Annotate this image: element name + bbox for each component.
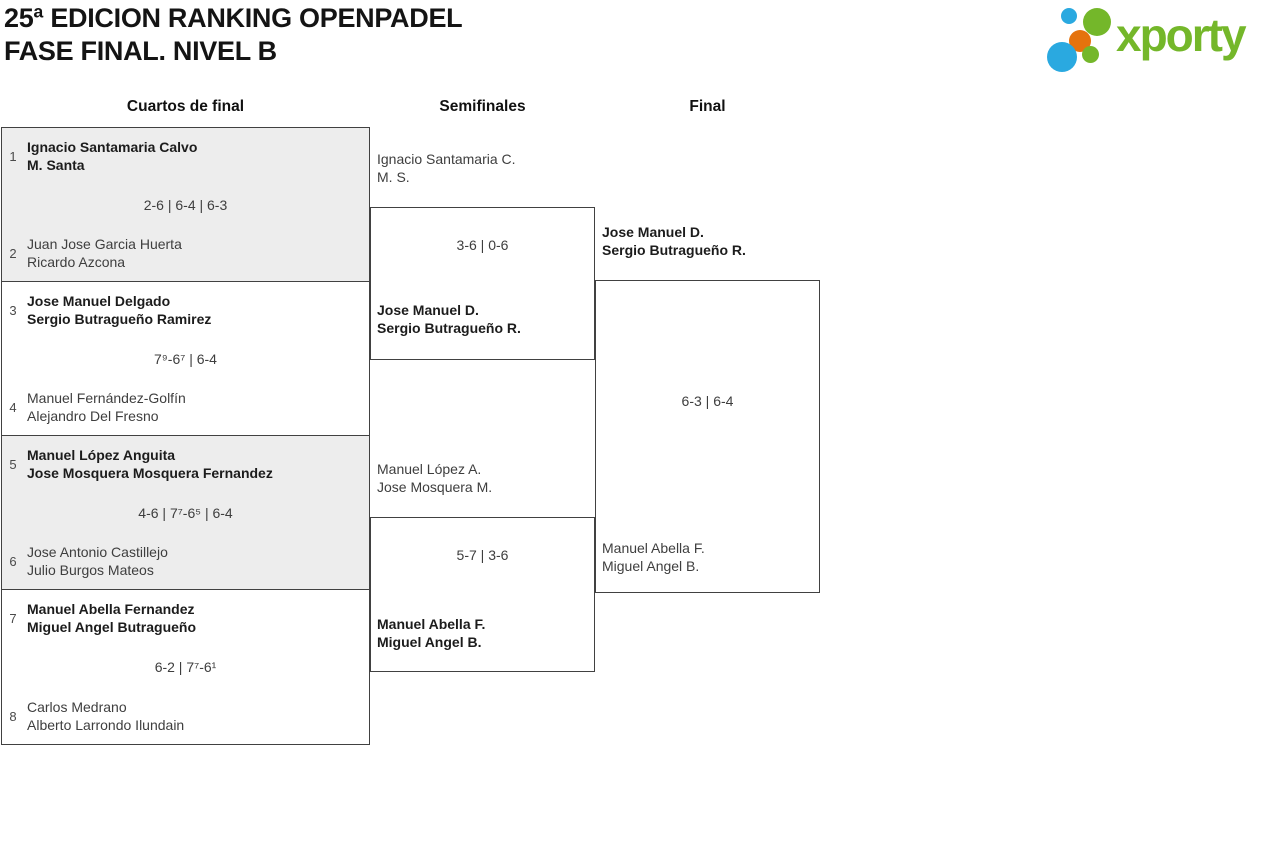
round-header-semifinals: Semifinales — [439, 98, 526, 115]
seed-number: 2 — [9, 245, 17, 261]
player-name: Jose Manuel D. — [602, 224, 704, 240]
player-name: M. Santa — [27, 157, 85, 173]
player-name: Juan Jose Garcia Huerta — [27, 236, 182, 252]
page-title-line1: 25ª EDICION RANKING OPENPADEL — [4, 3, 463, 33]
player-name: M. S. — [377, 169, 410, 185]
team-bottom: 6 Jose Antonio Castillejo Julio Burgos M… — [2, 543, 369, 579]
logo-wordmark: xporty — [1116, 9, 1247, 61]
round-header-final: Final — [689, 98, 726, 115]
seed-number: 5 — [9, 456, 17, 472]
team-bottom: 8 Carlos Medrano Alberto Larrondo Ilunda… — [2, 698, 369, 734]
quarterfinal-match-1: 1 Ignacio Santamaria Calvo M. Santa 2-6 … — [2, 128, 369, 282]
page-title: 25ª EDICION RANKING OPENPADEL FASE FINAL… — [4, 2, 463, 68]
player-name: Jose Antonio Castillejo — [27, 544, 168, 560]
semifinal-2-team-top: Manuel López A. Jose Mosquera M. — [377, 460, 492, 496]
seed-number: 8 — [9, 708, 17, 724]
player-name: Ignacio Santamaria C. — [377, 151, 516, 167]
logo-dot-icon — [1061, 8, 1077, 24]
player-name: Alejandro Del Fresno — [27, 408, 159, 424]
player-name: Miguel Angel B. — [602, 558, 700, 574]
logo-dot-icon — [1083, 8, 1111, 36]
player-name: Jose Manuel Delgado — [27, 293, 171, 309]
round-header-quarterfinals: Cuartos de final — [126, 98, 245, 115]
player-name: Carlos Medrano — [27, 699, 127, 715]
player-name: Jose Mosquera M. — [377, 479, 493, 495]
page-title-line2: FASE FINAL. NIVEL B — [4, 36, 277, 66]
player-name: Manuel Abella Fernandez — [27, 601, 195, 617]
player-name: Sergio Butragueño Ramirez — [27, 311, 212, 327]
match-score: 3-6 | 0-6 — [456, 237, 509, 253]
player-name: Ignacio Santamaria Calvo — [27, 139, 198, 155]
seed-number: 3 — [9, 302, 17, 318]
team-name: Manuel Abella Fernandez Miguel Angel But… — [24, 600, 196, 636]
seed-number: 1 — [9, 148, 17, 164]
seed-number: 6 — [9, 553, 17, 569]
player-name: Jose Mosquera Mosquera Fernandez — [27, 465, 273, 481]
player-name: Manuel López A. — [377, 461, 482, 477]
final-match: 6-3 | 6-4 Manuel Abella F. Miguel Angel … — [595, 280, 820, 593]
player-name: Manuel Abella F. — [602, 540, 705, 556]
match-score: 7⁹-6⁷ | 6-4 — [154, 350, 217, 367]
team-top: 3 Jose Manuel Delgado Sergio Butragueño … — [2, 292, 369, 328]
seed-number: 7 — [9, 610, 17, 626]
final-team-bottom: Manuel Abella F. Miguel Angel B. — [602, 539, 705, 575]
match-score: 6-2 | 7⁷-6¹ — [154, 659, 217, 675]
match-score: 5-7 | 3-6 — [456, 547, 509, 563]
semifinal-1-team-bottom: Jose Manuel D. Sergio Butragueño R. — [377, 301, 521, 337]
quarterfinal-match-4: 7 Manuel Abella Fernandez Miguel Angel B… — [2, 590, 369, 744]
player-name: Jose Manuel D. — [377, 302, 479, 318]
team-top: 5 Manuel López Anguita Jose Mosquera Mos… — [2, 446, 369, 482]
match-score: 2-6 | 6-4 | 6-3 — [143, 196, 228, 213]
player-name: Alberto Larrondo Ilundain — [27, 717, 185, 733]
player-name: Manuel Abella F. — [377, 616, 486, 632]
final-team-top: Jose Manuel D. Sergio Butragueño R. — [602, 223, 746, 259]
quarterfinals-column: 1 Ignacio Santamaria Calvo M. Santa 2-6 … — [1, 127, 370, 745]
team-bottom: 4 Manuel Fernández-Golfín Alejandro Del … — [2, 389, 369, 425]
team-name: Juan Jose Garcia Huerta Ricardo Azcona — [24, 235, 182, 271]
player-name: Manuel Fernández-Golfín — [27, 390, 186, 406]
player-name: Sergio Butragueño R. — [377, 320, 521, 336]
player-name: Manuel López Anguita — [27, 447, 176, 463]
player-name: Ricardo Azcona — [27, 254, 126, 270]
seed-number: 4 — [9, 399, 17, 415]
player-name: Julio Burgos Mateos — [27, 562, 154, 578]
team-name: Manuel López Anguita Jose Mosquera Mosqu… — [24, 446, 273, 482]
match-score: 4-6 | 7⁷-6⁵ | 6-4 — [138, 504, 233, 521]
team-name: Jose Manuel Delgado Sergio Butragueño Ra… — [24, 292, 211, 328]
team-top: 7 Manuel Abella Fernandez Miguel Angel B… — [2, 600, 369, 636]
team-name: Jose Antonio Castillejo Julio Burgos Mat… — [24, 543, 168, 579]
team-name: Manuel Fernández-Golfín Alejandro Del Fr… — [24, 389, 186, 425]
team-name: Ignacio Santamaria Calvo M. Santa — [24, 138, 197, 174]
team-name: Carlos Medrano Alberto Larrondo Ilundain — [24, 698, 184, 734]
semifinal-2-team-bottom: Manuel Abella F. Miguel Angel B. — [377, 615, 485, 651]
logo-dot-icon — [1047, 42, 1077, 72]
team-bottom: 2 Juan Jose Garcia Huerta Ricardo Azcona — [2, 235, 369, 271]
semifinal-match-2: 5-7 | 3-6 Manuel Abella F. Miguel Angel … — [370, 517, 595, 672]
match-score: 6-3 | 6-4 — [681, 393, 734, 409]
semifinal-match-1: 3-6 | 0-6 Jose Manuel D. Sergio Butrague… — [370, 207, 595, 360]
quarterfinal-match-3: 5 Manuel López Anguita Jose Mosquera Mos… — [2, 436, 369, 590]
xporty-logo[interactable]: xporty — [1040, 0, 1280, 75]
logo-dot-icon — [1082, 46, 1099, 63]
semifinal-1-team-top: Ignacio Santamaria C. M. S. — [377, 150, 516, 186]
player-name: Miguel Angel Butragueño — [27, 619, 197, 635]
team-top: 1 Ignacio Santamaria Calvo M. Santa — [2, 138, 369, 174]
quarterfinal-match-2: 3 Jose Manuel Delgado Sergio Butragueño … — [2, 282, 369, 436]
player-name: Miguel Angel B. — [377, 634, 482, 650]
player-name: Sergio Butragueño R. — [602, 242, 746, 258]
